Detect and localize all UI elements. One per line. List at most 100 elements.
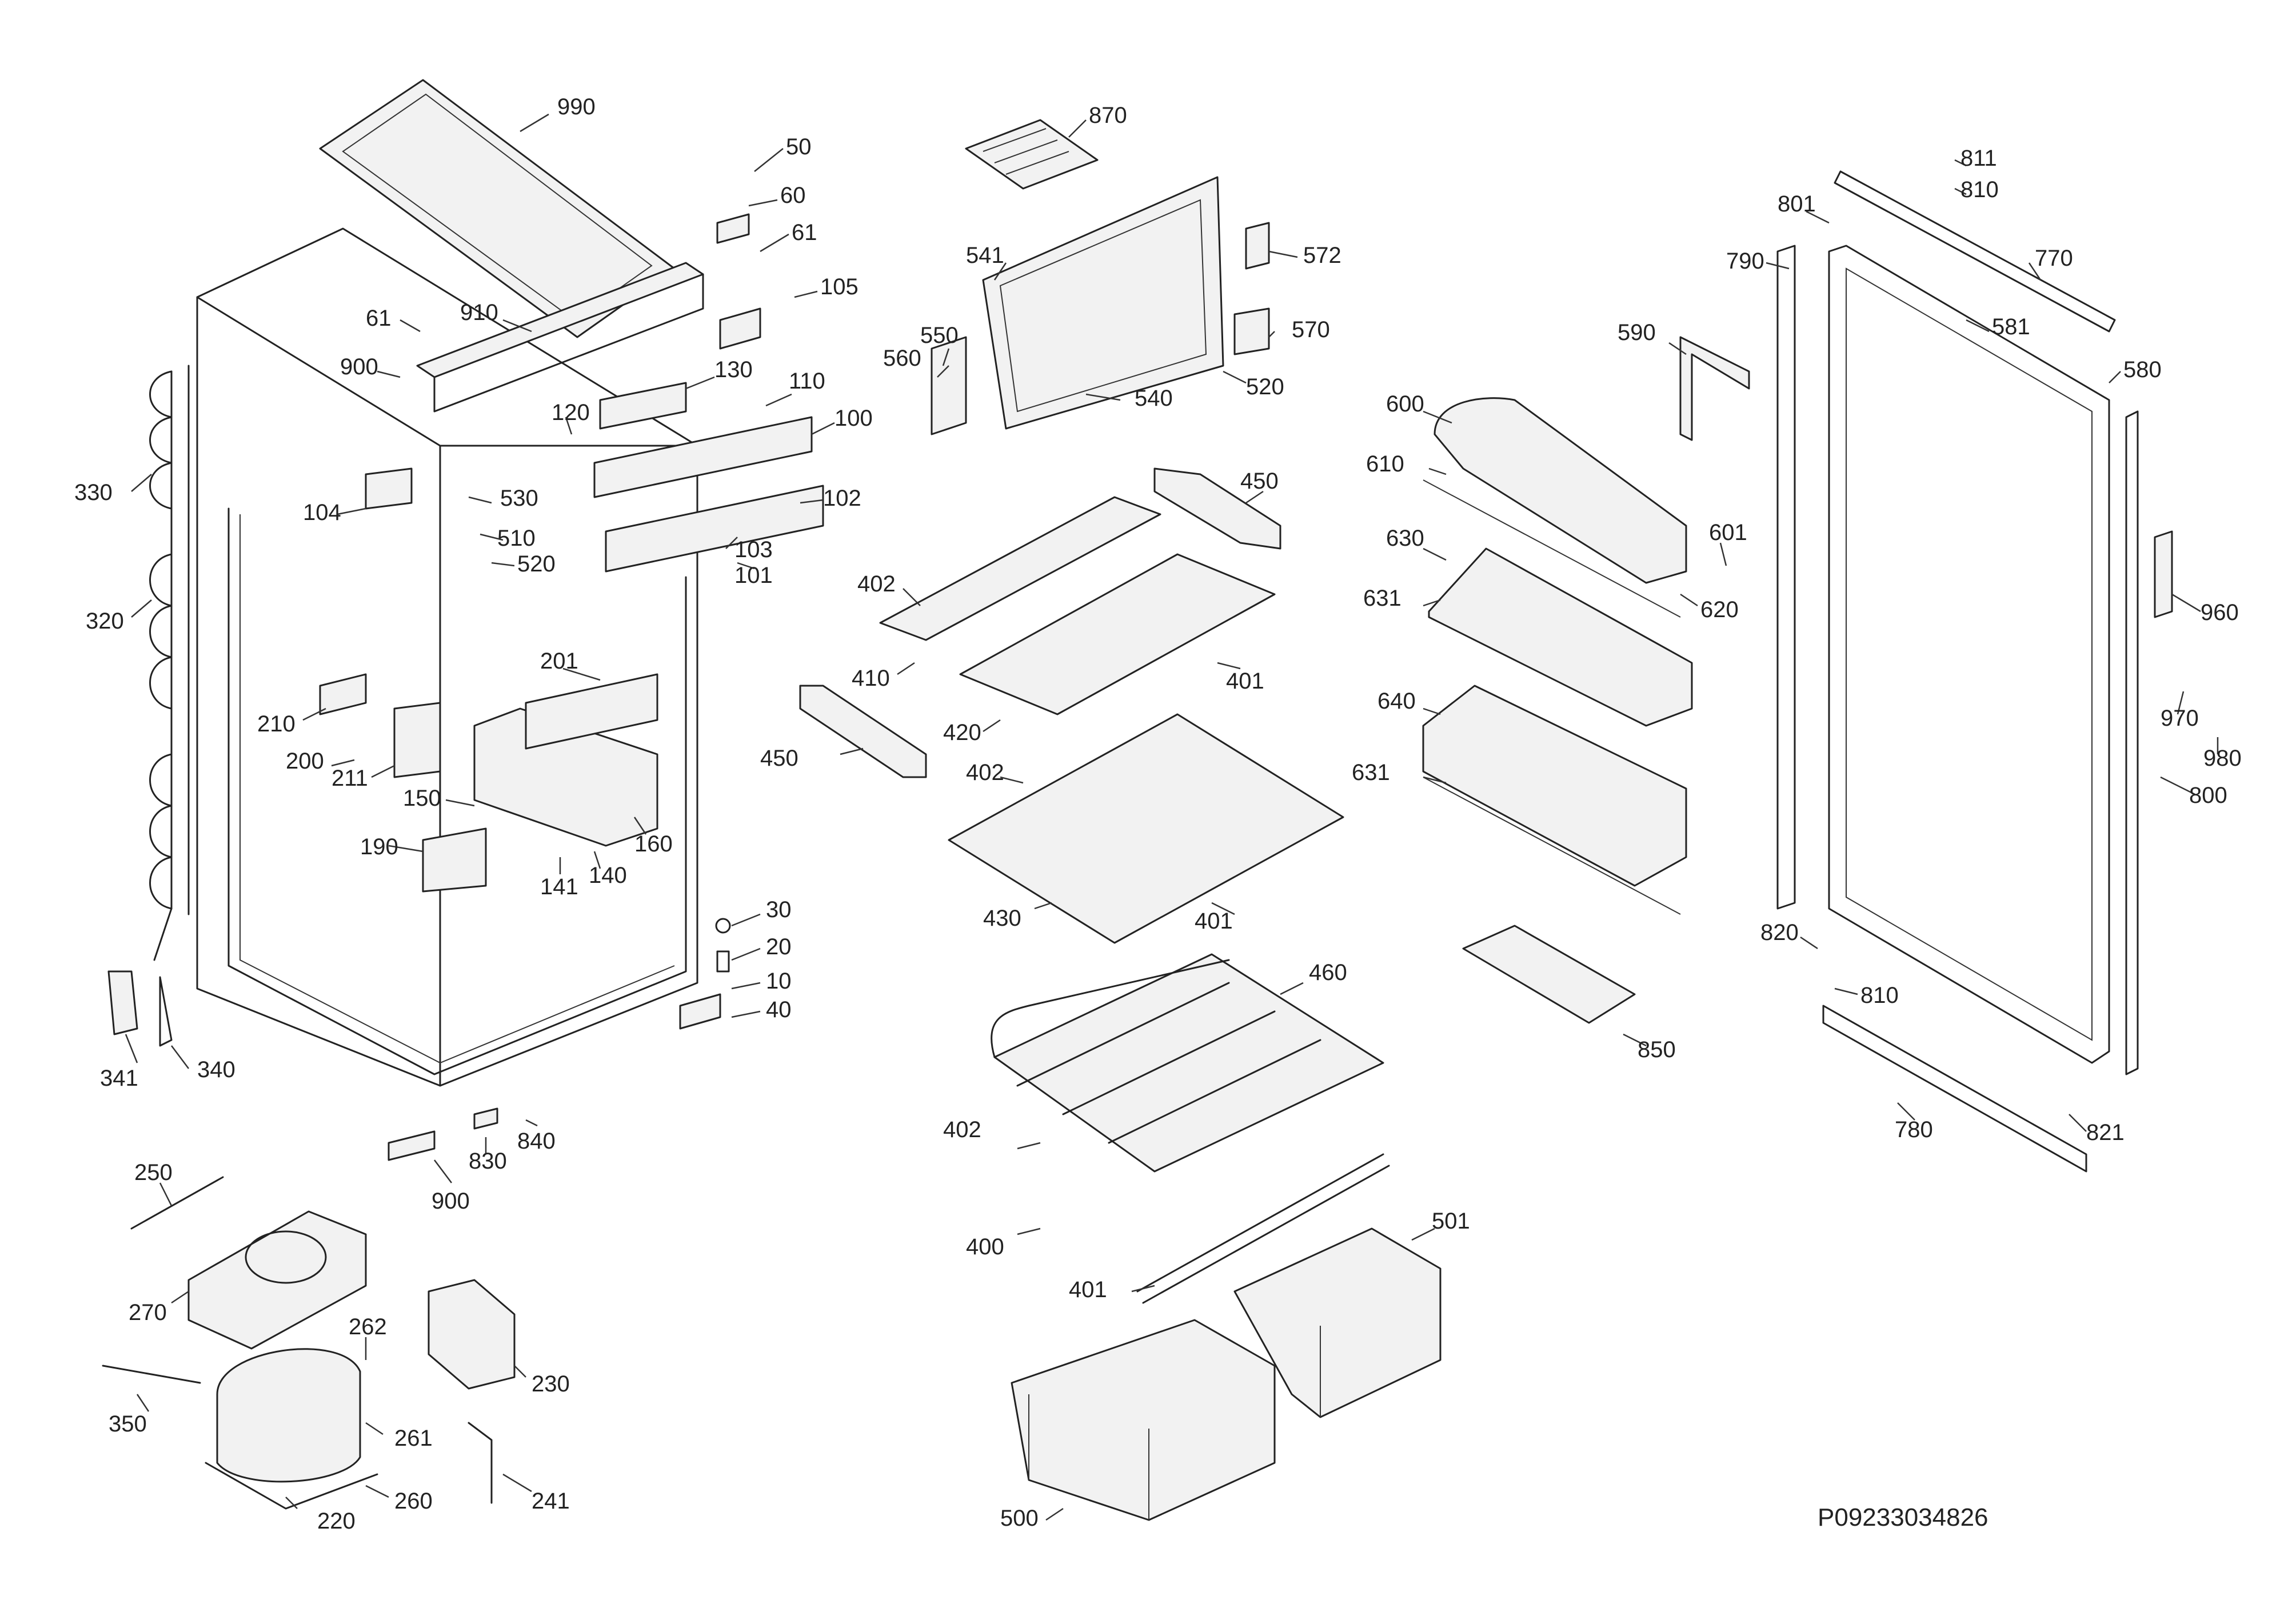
part-label: 640: [1377, 689, 1416, 714]
part-label: 101: [734, 563, 773, 588]
part-label: 460: [1309, 960, 1347, 985]
part-label: 620: [1700, 597, 1739, 622]
part-label: 980: [2203, 746, 2242, 771]
part-label: 241: [532, 1489, 570, 1514]
part-label: 211: [332, 766, 368, 791]
part-label: 160: [634, 831, 673, 857]
diagram-code: P09233034826: [1818, 1503, 1988, 1531]
part-label: 250: [134, 1160, 173, 1185]
control-panel-assembly: [365, 213, 824, 573]
part-label: 790: [1726, 249, 1764, 274]
part-label: 262: [349, 1314, 387, 1339]
part-label: 900: [340, 354, 378, 379]
part-label: 580: [2123, 357, 2162, 382]
part-label: 530: [500, 486, 538, 511]
part-label: 800: [2189, 783, 2227, 808]
part-label: 850: [1638, 1037, 1676, 1062]
part-label: 200: [286, 749, 324, 774]
part-label: 201: [540, 649, 578, 674]
part-label: 430: [983, 906, 1021, 931]
part-label: 960: [2201, 600, 2239, 625]
part-label: 410: [852, 666, 890, 691]
part-label: 61: [792, 220, 817, 245]
part-label: 402: [857, 571, 896, 597]
part-label: 840: [517, 1129, 556, 1154]
part-label: 61: [366, 306, 392, 331]
part-label: 572: [1303, 243, 1341, 268]
part-label: 402: [966, 760, 1004, 785]
part-label: 810: [1960, 177, 1999, 202]
part-label: 120: [552, 400, 590, 425]
part-label: 870: [1089, 103, 1127, 128]
part-label: 910: [460, 300, 498, 325]
part-label: 10: [766, 969, 792, 994]
part-label: 190: [360, 834, 398, 859]
part-label: 260: [394, 1489, 433, 1514]
part-label: 801: [1778, 191, 1816, 217]
part-label: 50: [786, 134, 812, 159]
part-label: 570: [1292, 317, 1330, 342]
part-label: 104: [303, 500, 341, 525]
refrigerator-door: [1776, 170, 2173, 1173]
part-label: 581: [1992, 314, 2030, 339]
part-label: 261: [394, 1426, 433, 1451]
part-label: 220: [317, 1509, 356, 1534]
part-label: 990: [557, 94, 596, 119]
condenser-coil: [149, 365, 190, 961]
part-label: 130: [714, 357, 753, 382]
part-label: 150: [403, 786, 441, 811]
ice-tray: [965, 119, 1099, 190]
top-rail-910: [416, 262, 704, 413]
part-label: 330: [74, 480, 113, 505]
part-label: 20: [766, 934, 792, 959]
freezer-door: [931, 176, 1270, 435]
part-label: 450: [760, 746, 798, 771]
compressor-assembly: [102, 970, 516, 1510]
part-label: 550: [920, 323, 959, 348]
part-label: 230: [532, 1371, 570, 1397]
part-label: 501: [1432, 1209, 1470, 1234]
part-label: 631: [1352, 760, 1390, 785]
part-label: 401: [1195, 909, 1233, 934]
part-label: 401: [1069, 1277, 1107, 1302]
hinge-parts-bottom: [388, 918, 731, 1161]
part-label: 110: [789, 369, 825, 394]
part-label: 540: [1135, 386, 1173, 411]
part-label: 830: [469, 1149, 507, 1174]
part-label: 631: [1363, 586, 1401, 611]
part-label: 30: [766, 897, 792, 922]
part-label: 600: [1386, 391, 1424, 417]
crisper-drawers: [1011, 1227, 1442, 1521]
part-label: 140: [589, 863, 627, 888]
part-label: 560: [883, 346, 921, 371]
part-label: 141: [540, 874, 578, 899]
part-label: 102: [823, 486, 861, 511]
part-label: 820: [1760, 920, 1799, 945]
part-label: 810: [1860, 983, 1899, 1008]
part-label: 402: [943, 1117, 981, 1142]
part-label: 103: [734, 537, 773, 562]
part-label: 520: [517, 551, 556, 577]
part-label: 401: [1226, 669, 1264, 694]
part-label: 105: [820, 274, 858, 299]
leader-lines: [125, 113, 2219, 1521]
part-label: 320: [86, 609, 124, 634]
part-label: 811: [1960, 146, 1997, 171]
part-label: 541: [966, 243, 1004, 268]
part-label: 900: [432, 1189, 470, 1214]
part-label: 270: [129, 1300, 167, 1325]
part-label: 341: [100, 1066, 138, 1091]
door-balconies: [1422, 336, 1750, 1024]
part-label: 350: [109, 1411, 147, 1437]
part-label: 40: [766, 997, 792, 1022]
part-label: 590: [1618, 320, 1656, 345]
part-labels: 990 50 60 61 105 910 61 900 130 110 120 …: [74, 94, 2242, 1534]
part-label: 450: [1240, 469, 1279, 494]
part-label: 770: [2035, 246, 2073, 271]
part-label: 821: [2086, 1120, 2125, 1145]
part-label: 60: [780, 183, 806, 208]
part-label: 610: [1366, 451, 1404, 477]
part-label: 510: [497, 526, 536, 551]
part-label: 780: [1895, 1117, 1933, 1142]
